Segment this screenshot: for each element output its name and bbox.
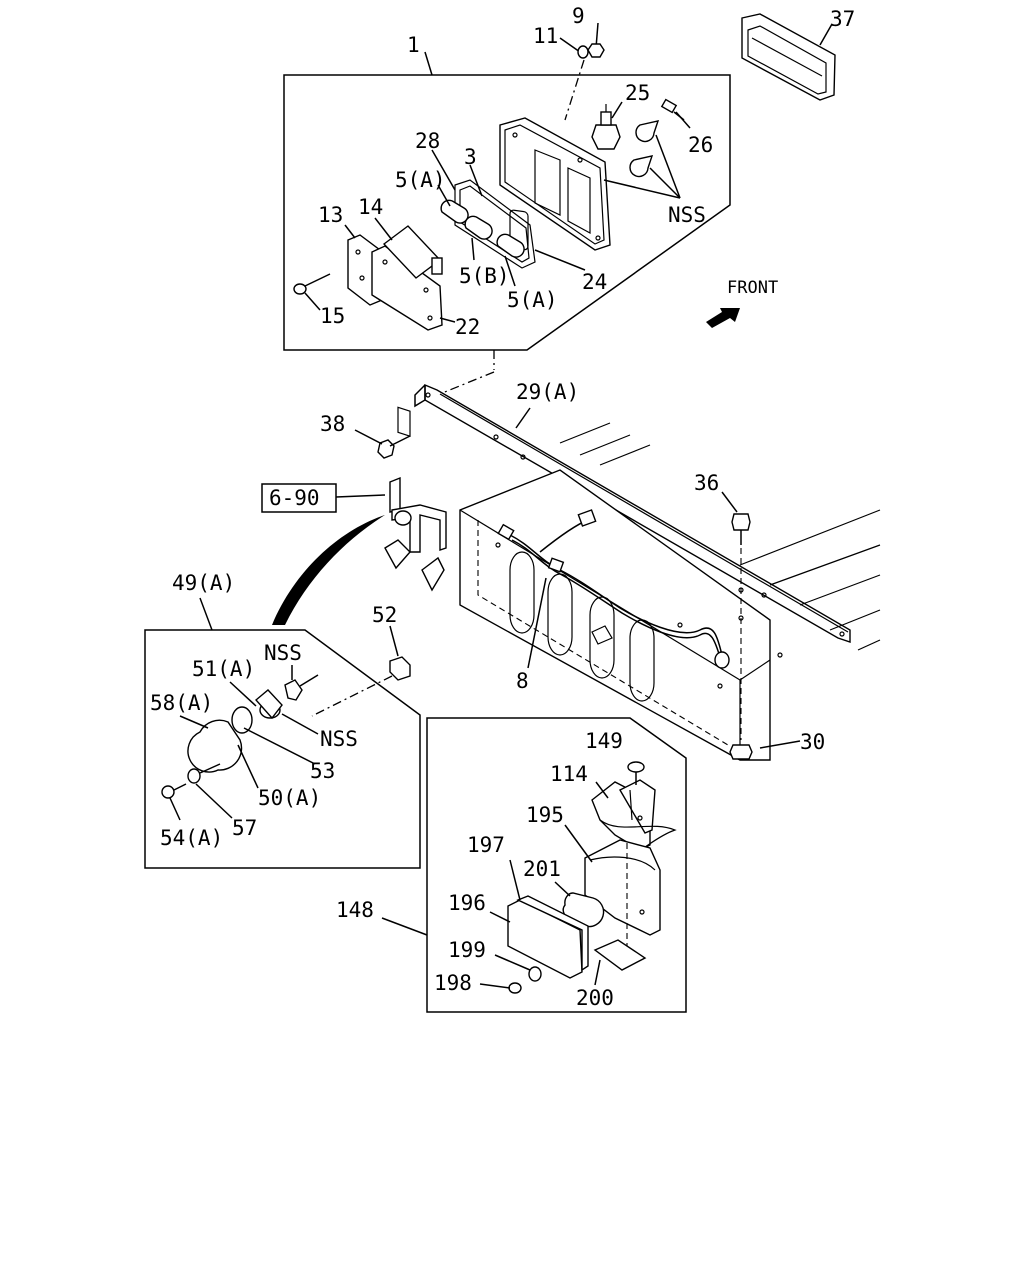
label-148: 148 [336,898,374,922]
label-28: 28 [415,129,440,153]
nut-9 [587,43,605,58]
bolt-nss [284,674,319,701]
label-51a: 51(A) [192,657,255,681]
label-26: 26 [688,133,713,157]
clip-52 [311,625,411,717]
reflector-14 [382,225,443,279]
bolt-38 [354,429,411,459]
label-15: 15 [320,304,345,328]
frame-rails [559,422,881,651]
crossmember-29a [414,383,851,643]
label-198: 198 [434,971,472,995]
callout-curve [272,515,385,625]
label-197: 197 [467,833,505,857]
marker-lamp-37 [741,13,836,101]
label-11: 11 [533,24,558,48]
cap-nss-2 [629,155,654,178]
wiring-harness-8 [497,509,730,669]
label-13: 13 [318,203,343,227]
label-25: 25 [625,81,650,105]
lamp-58a [187,689,283,773]
assembly-49a-box [144,597,421,869]
label-14: 14 [358,195,383,219]
front-arrow-icon [706,308,740,328]
label-114: 114 [550,762,588,786]
leaders-49a [169,665,319,821]
label-5b: 5(B) [459,264,510,288]
bulb-5b [464,215,493,240]
bulb-5a-bottom [496,233,525,258]
lamp-housing [499,117,611,251]
screw-54a [161,783,187,799]
socket-25 [591,104,621,150]
label-54a: 54(A) [160,826,223,850]
label-37: 37 [830,7,855,31]
bolt-36 [721,491,751,740]
washer-11 [577,45,589,59]
washer-199 [494,954,542,982]
label-195: 195 [526,803,564,827]
label-29a: 29(A) [516,380,579,404]
ref-box-6-90[interactable] [261,483,386,513]
label-50a: 50(A) [258,786,321,810]
label-36: 36 [694,471,719,495]
label-201: 201 [523,857,561,881]
screw-15 [293,273,331,295]
label-3: 3 [464,145,477,169]
plate-200 [593,939,647,971]
housing-195 [584,839,661,960]
label-nss-b: NSS [320,727,358,751]
label-57: 57 [232,816,257,840]
washer-57 [187,763,221,784]
label-nss-top: NSS [668,203,706,227]
mount-bracket [384,476,447,592]
leaders-148 [489,781,609,986]
label-149: 149 [585,729,623,753]
bracket-114 [591,779,677,851]
label-24: 24 [582,270,607,294]
label-196: 196 [448,891,486,915]
cap-nss-1 [635,120,660,143]
label-9: 9 [572,4,585,28]
label-53: 53 [310,759,335,783]
label-22: 22 [455,315,480,339]
label-52: 52 [372,603,397,627]
label-5a-top: 5(A) [395,168,446,192]
label-5a-bottom: 5(A) [507,288,558,312]
assembly-148-box [381,717,687,1013]
label-1: 1 [407,33,420,57]
label-front: FRONT [727,278,778,298]
label-8: 8 [516,669,529,693]
label-30: 30 [800,730,825,754]
screw-198 [479,982,522,994]
part-labels: 1 9 11 37 25 26 28 3 5(A) 13 14 5(B) 5(A… [150,4,855,1010]
label-49a: 49(A) [172,571,235,595]
label-58a: 58(A) [150,691,213,715]
label-38: 38 [320,412,345,436]
label-200: 200 [576,986,614,1010]
screw-149 [627,761,645,785]
label-nss-a: NSS [264,641,302,665]
label-ref-6-90: 6-90 [269,486,320,510]
label-199: 199 [448,938,486,962]
bulb-5a-top [440,199,469,224]
assembly-1-box [283,51,731,351]
nut-30 [729,740,801,760]
